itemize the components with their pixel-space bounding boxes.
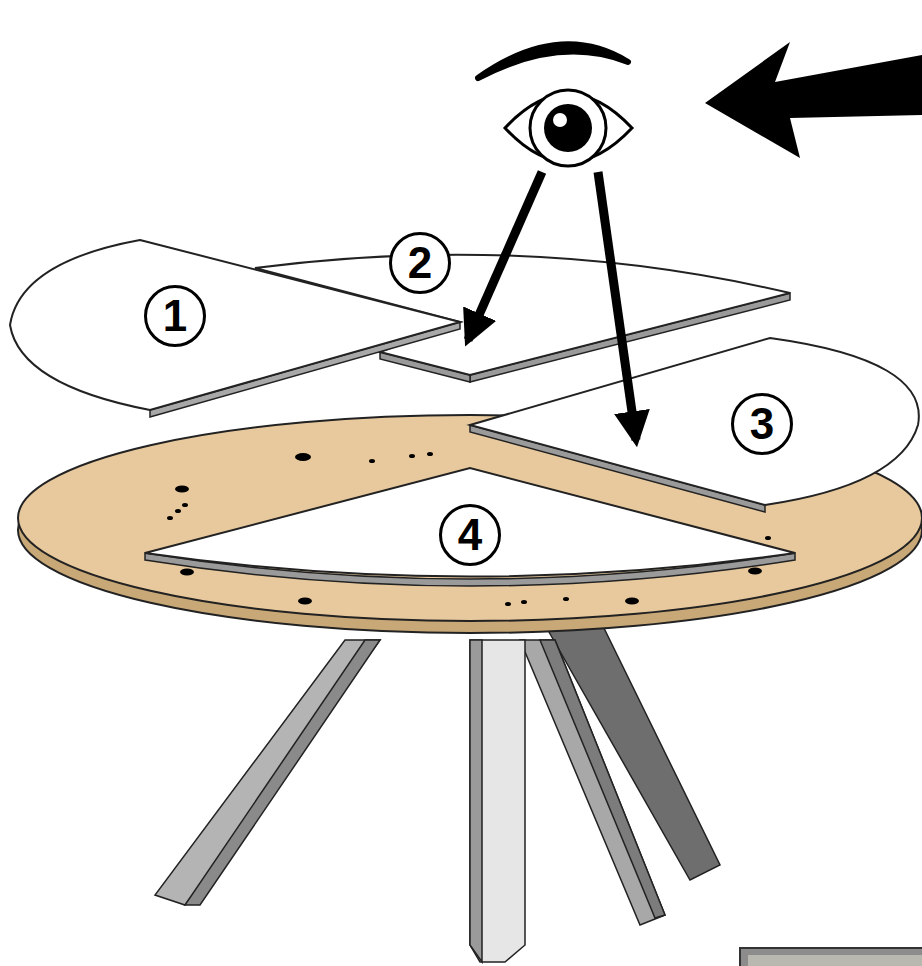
- photo-corner: [740, 948, 922, 966]
- table-legs: [155, 620, 720, 962]
- callout-number: 1: [163, 294, 187, 338]
- callout-number: 2: [408, 241, 432, 285]
- callout-number: 4: [458, 513, 482, 557]
- view-arrows: [468, 42, 922, 440]
- callout-circle: 1: [144, 285, 206, 347]
- callout-number: 3: [750, 402, 774, 446]
- callout-circle: 4: [439, 504, 501, 566]
- callout-circle: 3: [731, 393, 793, 455]
- eye-symbol: [478, 44, 632, 166]
- callout-circle: 2: [389, 232, 451, 294]
